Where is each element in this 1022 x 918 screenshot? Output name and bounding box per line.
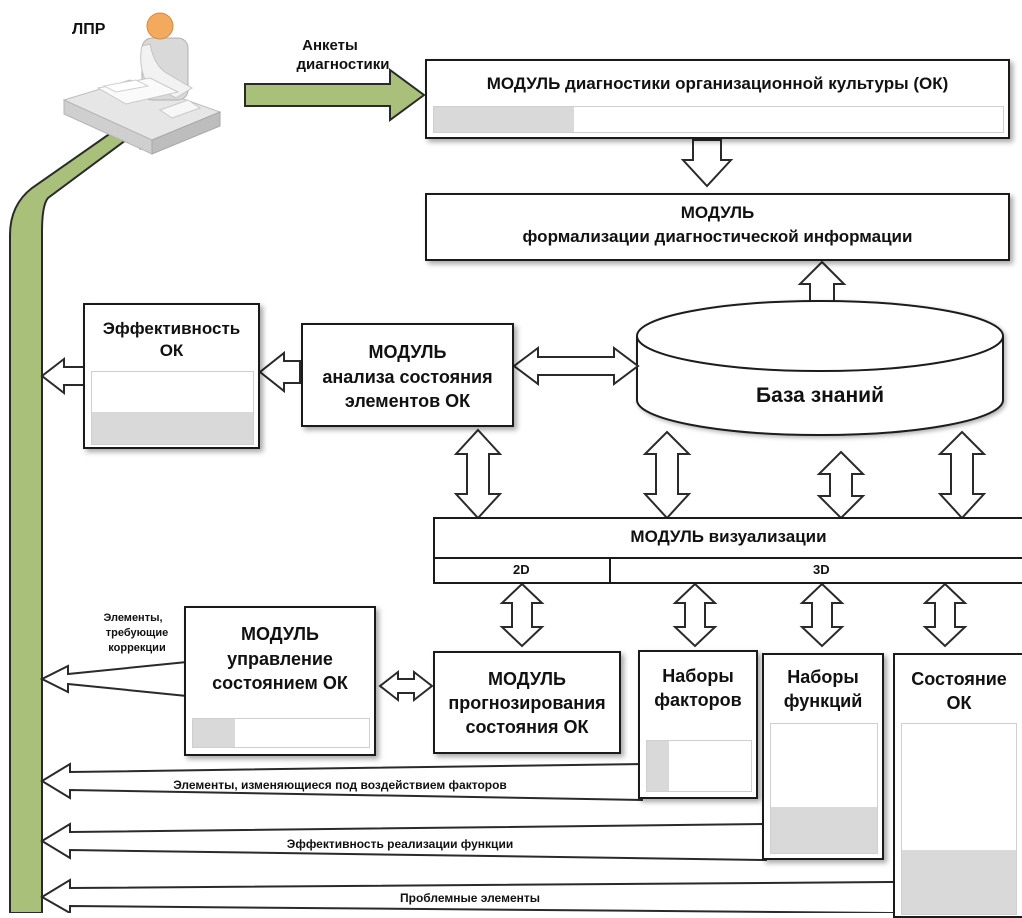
arrow-3d-state [922,582,968,648]
knowledge-base-title: База знаний [756,384,884,407]
factor-sets-title-line2: факторов [654,690,742,710]
arrow-3d-factors [672,582,718,648]
efficiency-title-line1: Эффективность [102,319,241,338]
decision-maker-label: ЛПР [72,21,106,38]
arrow-knowledge-visualization-1 [642,430,692,520]
elements-correction-line3: коррекции [108,642,165,654]
decision-maker-icon [62,12,222,155]
analysis-module: МОДУЛЬ анализа состояния элементов ОК [301,323,514,427]
state-box: Состояние ОК [893,653,1022,918]
forecasting-title-line1: МОДУЛЬ [488,669,566,689]
formalization-title-line1: МОДУЛЬ [680,203,755,222]
elements-correction-line1: Элементы, [103,612,162,624]
function-sets-title-line2: функций [783,691,863,711]
diagnostics-progress-panel [433,106,1004,133]
function-efficiency-label: Эффективность реализации функции [287,837,513,851]
arrow-efficiency-to-left [40,356,85,396]
factor-sets-panel [646,740,752,792]
management-title-line1: МОДУЛЬ [241,624,319,644]
management-title-line3: состоянием ОК [212,673,348,693]
function-sets-panel-fill [771,807,877,853]
questionnaires-arrow [244,68,426,122]
diagnostics-progress-fill [434,107,574,132]
management-progress-fill [193,719,235,747]
questionnaires-label-line1: Анкеты [302,37,358,54]
arrow-analysis-to-efficiency [258,350,301,394]
visualization-tab-separator [609,557,611,582]
arrow-elements-correction [39,660,188,698]
arrow-analysis-knowledge [512,346,640,386]
visualization-module: МОДУЛЬ визуализации 2D 3D [433,517,1022,584]
factor-sets-box: Наборы факторов [638,650,758,799]
arrow-3d-functions [799,582,845,648]
factor-sets-title-line1: Наборы [662,666,734,686]
arrow-knowledge-visualization-2 [816,450,866,520]
arrow-2d-forecasting [499,582,545,648]
state-panel [901,723,1017,915]
elements-correction-line2: требующие [106,627,168,639]
forecasting-title-line2: прогнозирования [448,693,606,713]
visualization-tab-divider [435,557,1022,559]
arrow-factor-elements [40,762,643,802]
visualization-tab-2d: 2D [513,562,530,577]
efficiency-box: Эффективность ОК [83,303,260,449]
efficiency-panel [91,371,254,445]
arrow-analysis-visualization [453,428,503,520]
function-sets-title-line1: Наборы [787,667,859,687]
visualization-title: МОДУЛЬ визуализации [630,527,827,546]
formalization-module: МОДУЛЬ формализации диагностической инфо… [425,193,1010,261]
questionnaires-label-line2: диагностики [297,56,390,73]
forecasting-title-line3: состояния ОК [465,717,589,737]
forecasting-module: МОДУЛЬ прогнозирования состояния ОК [433,651,621,754]
knowledge-base-cylinder [636,300,1004,436]
factor-elements-label: Элементы, изменяющиеся под воздействием … [173,778,507,792]
analysis-title-line2: анализа состояния [322,367,493,387]
function-sets-panel [770,723,878,854]
analysis-title-line1: МОДУЛЬ [368,342,447,362]
state-title-line2: ОК [946,693,972,713]
management-module: МОДУЛЬ управление состоянием ОК [184,606,376,756]
analysis-title-line3: элементов ОК [344,391,471,411]
arrow-function-efficiency [40,822,767,862]
management-progress-panel [192,718,370,748]
diagnostics-module-title: МОДУЛЬ диагностики организационной культ… [486,74,949,93]
function-sets-box: Наборы функций [762,653,884,860]
arrow-problem-elements [40,878,895,913]
problem-elements-label: Проблемные элементы [400,891,540,905]
efficiency-title-line2: ОК [159,341,184,360]
arrow-management-forecasting [378,669,434,703]
visualization-tab-3d: 3D [813,562,830,577]
arrow-diagnostics-to-formalization [680,139,734,188]
arrow-knowledge-visualization-3 [937,430,987,520]
formalization-title-line2: формализации диагностической информации [522,227,913,246]
factor-sets-panel-fill [647,741,669,791]
efficiency-panel-fill [92,412,253,444]
state-panel-fill [902,850,1016,914]
management-title-line2: управление [227,649,333,669]
state-title-line1: Состояние [911,669,1007,689]
diagnostics-module: МОДУЛЬ диагностики организационной культ… [425,59,1010,139]
